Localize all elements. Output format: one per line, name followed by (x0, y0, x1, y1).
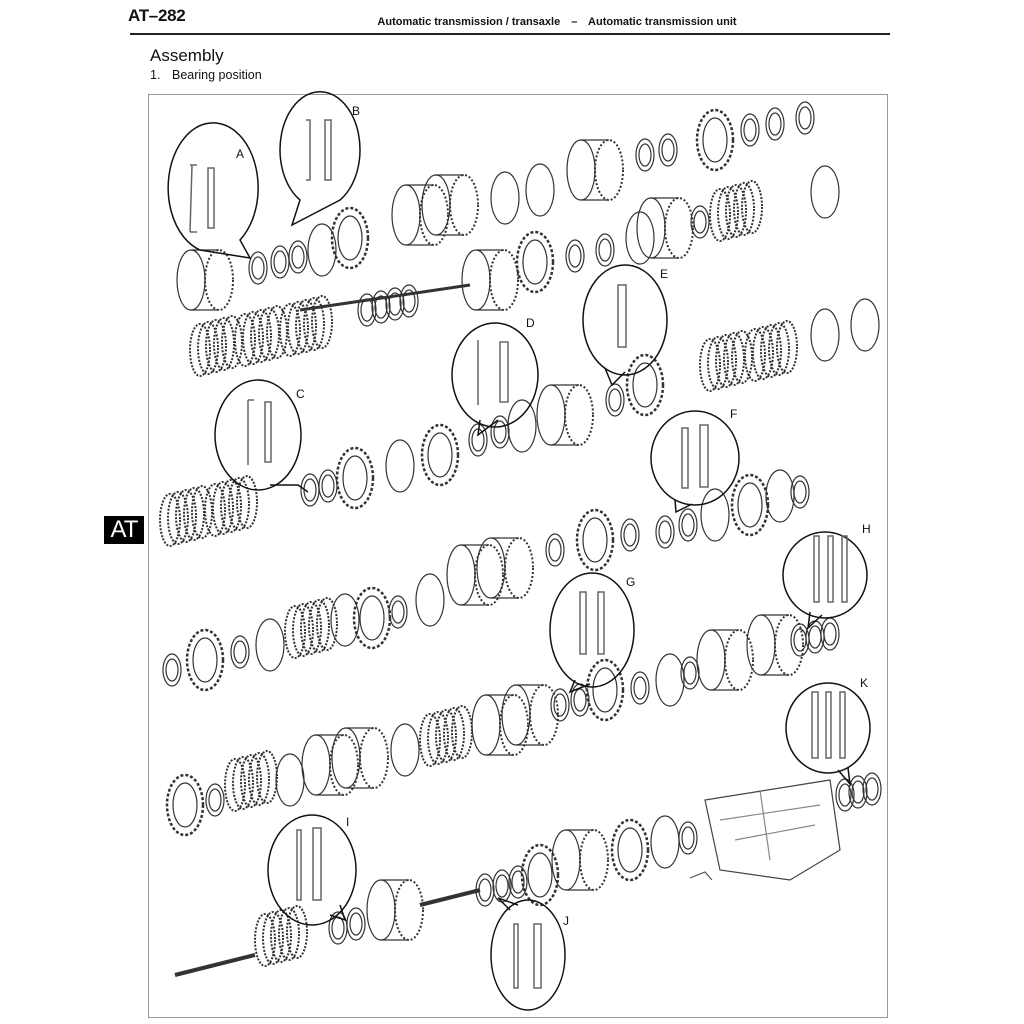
section-title-header: Automatic transmission unit (588, 16, 737, 28)
callout-label-B: B (352, 104, 360, 118)
row-4-components (162, 573, 840, 707)
callout-B: B (279, 91, 361, 227)
callout-label-D: D (526, 316, 535, 330)
row-6-components (174, 779, 841, 977)
callout-G: G (549, 572, 635, 694)
callout-I: I (267, 814, 357, 926)
running-head: Automatic transmission / transaxle – Aut… (0, 16, 1024, 28)
callout-F: F (650, 407, 740, 514)
callout-E: E (582, 264, 668, 387)
title-separator: – (571, 16, 578, 28)
page-title: Assembly (150, 46, 224, 65)
callout-J: J (490, 897, 569, 1011)
header-rule (130, 33, 890, 35)
chapter-title: Automatic transmission / transaxle (377, 16, 561, 28)
callout-H: H (782, 522, 871, 630)
row-1-components (176, 101, 840, 327)
callout-label-G: G (626, 575, 635, 589)
callout-label-F: F (730, 407, 737, 421)
diagram-frame (148, 94, 888, 1018)
callout-label-J: J (563, 914, 569, 928)
row-5-components (165, 658, 882, 837)
callout-label-A: A (236, 147, 244, 161)
callout-A: A (167, 122, 259, 259)
callout-label-K: K (860, 676, 868, 690)
callout-label-H: H (862, 522, 871, 536)
step-number: 1. (150, 68, 161, 82)
callout-K: K (785, 676, 871, 787)
step-text: Bearing position (172, 68, 262, 82)
page-code: AT–282 (128, 6, 186, 25)
callout-D: D (451, 316, 539, 437)
callout-label-C: C (296, 387, 305, 401)
callout-C: C (214, 379, 309, 493)
callout-label-E: E (660, 267, 668, 281)
step-item: 1. Bearing position (150, 68, 262, 82)
section-tab-at: AT (104, 516, 144, 544)
callout-label-I: I (346, 815, 349, 829)
